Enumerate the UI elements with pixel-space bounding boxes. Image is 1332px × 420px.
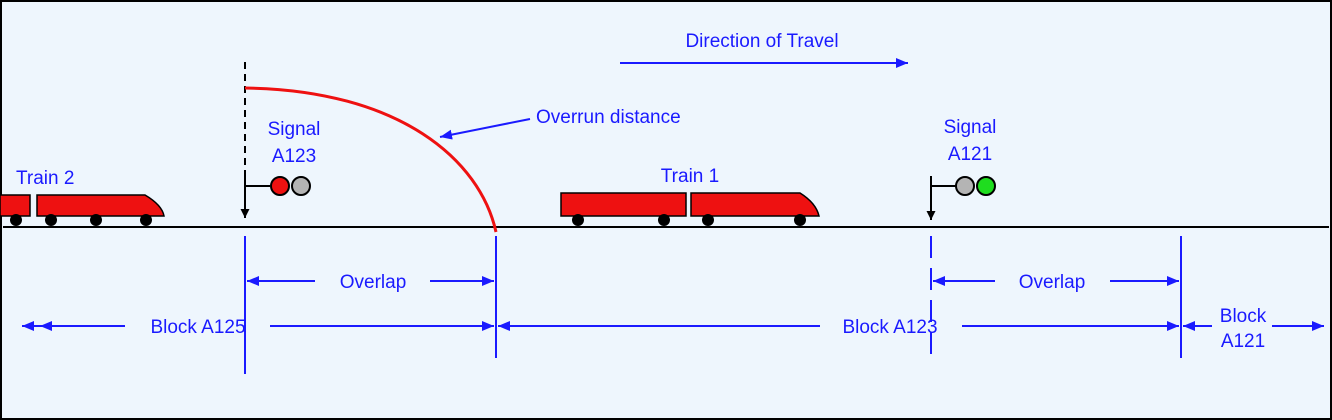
train-1-wheel [572, 214, 584, 226]
signal-a123-red-light [270, 176, 290, 196]
signal-a121 [926, 176, 996, 220]
train-2-rear-car [0, 194, 31, 217]
overrun-label: Overrun distance [536, 107, 681, 128]
train-1-wheel [658, 214, 670, 226]
signal-a121-label: Signal [944, 117, 997, 138]
block-a121-label: Block [1220, 306, 1267, 327]
signal-a123-id: A123 [272, 146, 316, 167]
overrun-pointer-arrow [439, 118, 531, 140]
train-2-wheel [90, 214, 102, 226]
train-2-wheel [140, 214, 152, 226]
train-2-front-car [36, 194, 165, 217]
train-1-front-car [690, 192, 820, 217]
signal-a123-label: Signal [268, 119, 321, 140]
overlap-right-label: Overlap [1019, 272, 1086, 293]
signal-a121-green-light [976, 176, 996, 196]
train-2-label: Train 2 [16, 168, 74, 189]
signal-a121-off-light [955, 176, 975, 196]
train-1-rear-car [560, 192, 687, 217]
train-1 [560, 192, 820, 226]
direction-label: Direction of Travel [685, 31, 838, 52]
train-1-wheel [702, 214, 714, 226]
signal-a121-id: A121 [948, 144, 992, 165]
train-2-wheel [45, 214, 57, 226]
train-2 [0, 194, 165, 226]
overrun-curve [244, 86, 498, 233]
block-a125-label: Block A125 [150, 317, 245, 338]
train-1-label: Train 1 [661, 166, 719, 187]
overlap-left-label: Overlap [340, 272, 407, 293]
signal-a123-off-light [291, 176, 311, 196]
block-a123-label: Block A123 [842, 317, 937, 338]
train-1-wheel [794, 214, 806, 226]
block-a121-id: A121 [1221, 331, 1265, 352]
train-2-wheel [10, 214, 22, 226]
signal-a123 [240, 62, 311, 218]
